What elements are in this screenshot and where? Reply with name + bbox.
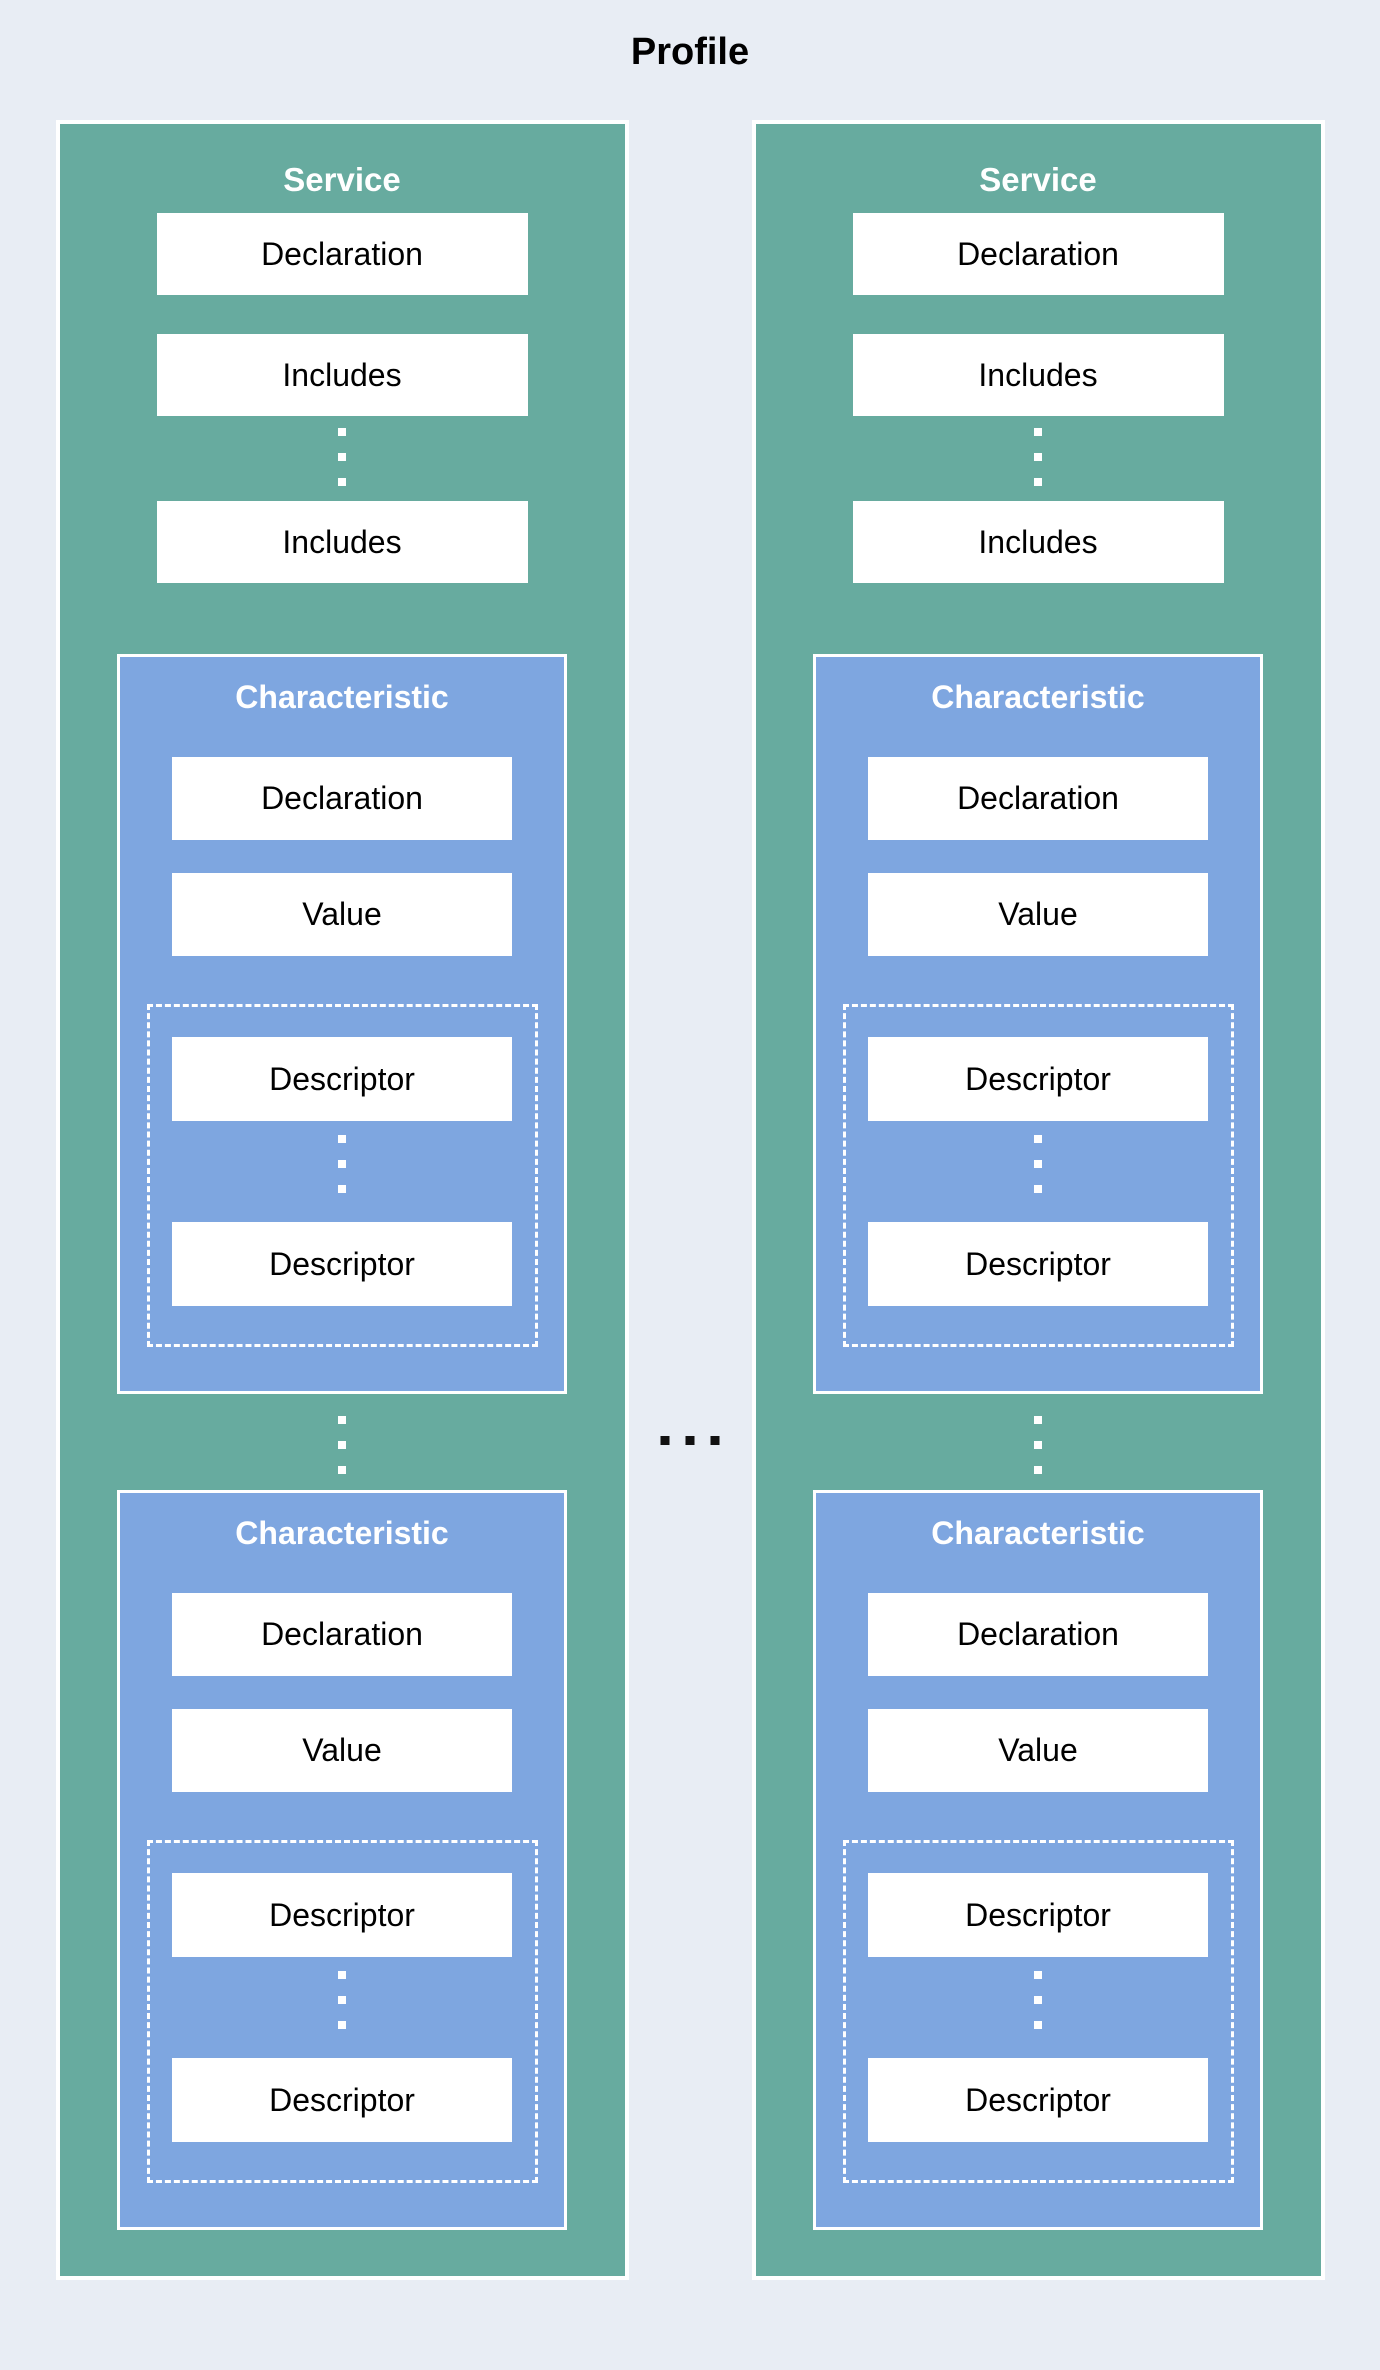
service-includes-row: Includes bbox=[852, 501, 1224, 583]
services-gap bbox=[629, 120, 752, 2280]
ellipsis-dot bbox=[338, 478, 346, 486]
descriptor-row: Descriptor bbox=[868, 1037, 1208, 1121]
descriptor-group: Descriptor Descriptor bbox=[146, 1840, 538, 2183]
services-container: Service Declaration Includes Includes Ch… bbox=[0, 120, 1380, 2280]
descriptor-row: Descriptor bbox=[172, 1873, 512, 1957]
ellipsis-dot bbox=[338, 1466, 346, 1474]
vertical-ellipsis bbox=[150, 1971, 535, 2029]
characteristic-value-row: Value bbox=[868, 1709, 1208, 1792]
vertical-ellipsis bbox=[60, 428, 625, 486]
ellipsis-dot bbox=[1034, 1160, 1042, 1168]
ellipsis-dot bbox=[338, 1135, 346, 1143]
service-label: Service bbox=[979, 161, 1097, 198]
vertical-ellipsis bbox=[756, 1416, 1321, 1474]
characteristic-box: Characteristic Declaration Value Descrip… bbox=[813, 1490, 1263, 2230]
descriptor-group: Descriptor Descriptor bbox=[842, 1004, 1234, 1347]
ellipsis-dot bbox=[338, 1441, 346, 1449]
service-includes-row: Includes bbox=[852, 334, 1224, 416]
descriptor-row: Descriptor bbox=[868, 2058, 1208, 2142]
ellipsis-dot bbox=[338, 1996, 346, 2004]
services-ellipsis bbox=[660, 1436, 720, 1445]
service-includes-row: Includes bbox=[156, 334, 528, 416]
characteristic-label: Characteristic bbox=[235, 1515, 449, 1551]
vertical-ellipsis bbox=[60, 1416, 625, 1474]
ellipsis-dot bbox=[1034, 1185, 1042, 1193]
ellipsis-dot bbox=[1034, 428, 1042, 436]
vertical-ellipsis bbox=[846, 1135, 1231, 1193]
ellipsis-dot bbox=[685, 1436, 695, 1445]
ellipsis-dot bbox=[1034, 1416, 1042, 1424]
descriptor-row: Descriptor bbox=[172, 1037, 512, 1121]
ellipsis-dot bbox=[338, 2021, 346, 2029]
descriptor-row: Descriptor bbox=[868, 1222, 1208, 1306]
descriptor-group: Descriptor Descriptor bbox=[842, 1840, 1234, 2183]
ellipsis-dot bbox=[1034, 1135, 1042, 1143]
diagram-title: Profile bbox=[630, 31, 750, 73]
ellipsis-dot bbox=[1034, 1466, 1042, 1474]
ellipsis-dot bbox=[338, 428, 346, 436]
service-box: Service Declaration Includes Includes Ch… bbox=[751, 120, 1325, 2280]
ellipsis-dot bbox=[660, 1436, 670, 1445]
descriptor-group: Descriptor Descriptor bbox=[146, 1004, 538, 1347]
ellipsis-dot bbox=[1034, 2021, 1042, 2029]
ellipsis-dot bbox=[1034, 478, 1042, 486]
ellipsis-dot bbox=[338, 1185, 346, 1193]
ellipsis-dot bbox=[1034, 453, 1042, 461]
service-declaration-row: Declaration bbox=[852, 213, 1224, 295]
characteristic-box: Characteristic Declaration Value Descrip… bbox=[813, 654, 1263, 1394]
vertical-ellipsis bbox=[756, 428, 1321, 486]
descriptor-row: Descriptor bbox=[172, 1222, 512, 1306]
characteristic-value-row: Value bbox=[172, 1709, 512, 1792]
ellipsis-dot bbox=[338, 1971, 346, 1979]
ellipsis-dot bbox=[1034, 1996, 1042, 2004]
ellipsis-dot bbox=[338, 1416, 346, 1424]
characteristic-box: Characteristic Declaration Value Descrip… bbox=[117, 1490, 567, 2230]
characteristic-value-row: Value bbox=[172, 873, 512, 956]
descriptor-row: Descriptor bbox=[868, 1873, 1208, 1957]
characteristic-box: Characteristic Declaration Value Descrip… bbox=[117, 654, 567, 1394]
service-box: Service Declaration Includes Includes Ch… bbox=[55, 120, 629, 2280]
descriptor-row: Descriptor bbox=[172, 2058, 512, 2142]
vertical-ellipsis bbox=[846, 1971, 1231, 2029]
characteristic-declaration-row: Declaration bbox=[172, 757, 512, 840]
characteristic-value-row: Value bbox=[868, 873, 1208, 956]
characteristic-label: Characteristic bbox=[235, 679, 449, 715]
ellipsis-dot bbox=[1034, 1971, 1042, 1979]
ellipsis-dot bbox=[338, 453, 346, 461]
ellipsis-dot bbox=[710, 1436, 720, 1445]
service-declaration-row: Declaration bbox=[156, 213, 528, 295]
ellipsis-dot bbox=[1034, 1441, 1042, 1449]
characteristic-label: Characteristic bbox=[931, 679, 1145, 715]
characteristic-declaration-row: Declaration bbox=[868, 1593, 1208, 1676]
service-label: Service bbox=[283, 161, 401, 198]
service-includes-row: Includes bbox=[156, 501, 528, 583]
vertical-ellipsis bbox=[150, 1135, 535, 1193]
characteristic-declaration-row: Declaration bbox=[172, 1593, 512, 1676]
ellipsis-dot bbox=[338, 1160, 346, 1168]
characteristic-declaration-row: Declaration bbox=[868, 757, 1208, 840]
characteristic-label: Characteristic bbox=[931, 1515, 1145, 1551]
